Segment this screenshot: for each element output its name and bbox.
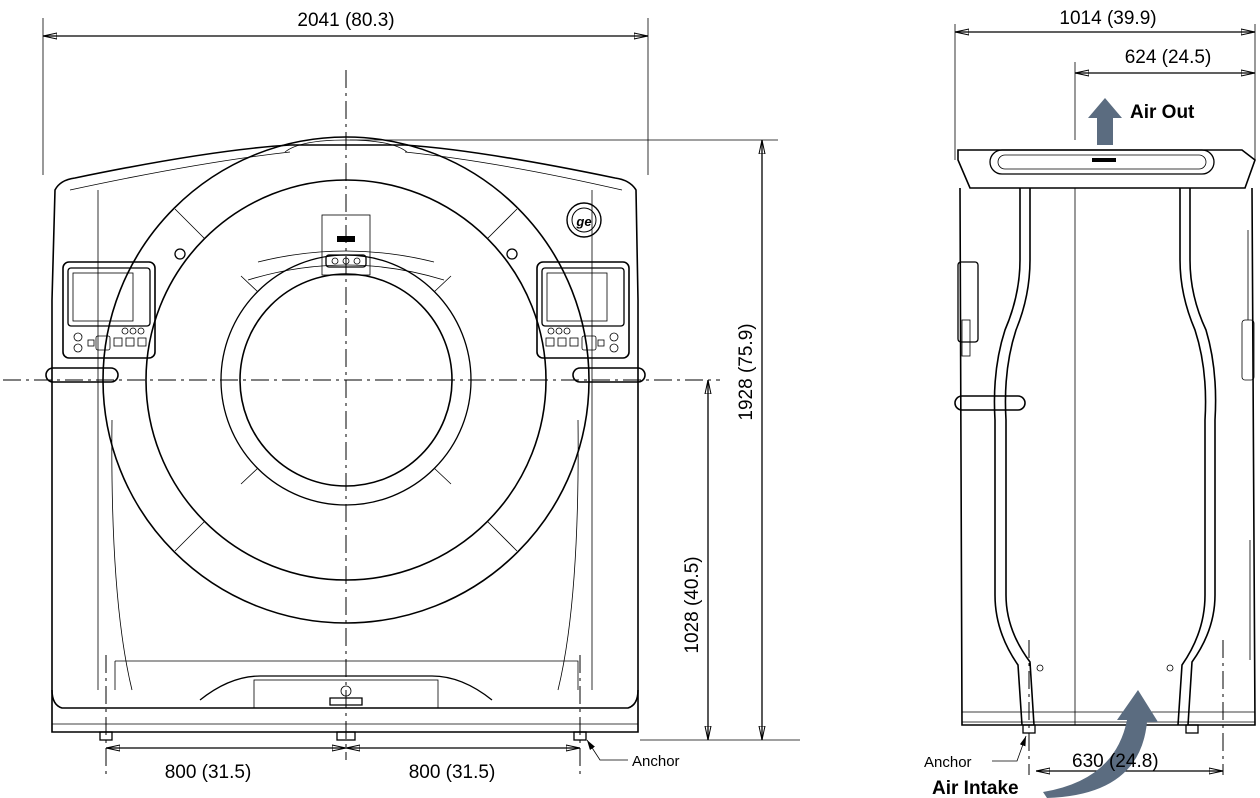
side-anchor-leader-line xyxy=(992,735,1027,762)
air-intake-label: Air Intake xyxy=(932,778,1019,798)
anchor-label: Anchor xyxy=(632,753,680,770)
right-anchor-dimension-label: 800 (31.5) xyxy=(409,762,496,783)
air-out-arrow-icon xyxy=(1088,98,1122,145)
gantry-outer-ring xyxy=(102,136,590,624)
gantry-outline xyxy=(51,144,639,709)
height-dimension-label: 1928 (75.9) xyxy=(736,323,757,420)
side-body-outline xyxy=(959,187,1256,726)
patient-bore xyxy=(239,273,453,487)
front-view: 2041 (80.3) 1928 (75.9) 1028 (40.5) xyxy=(3,10,800,783)
center-height-dimension-label: 1028 (40.5) xyxy=(682,556,703,653)
anchor-spacing-dimension-label: 630 (24.8) xyxy=(1072,751,1159,772)
depth-dimension-label: 1014 (39.9) xyxy=(1059,8,1156,29)
left-control-panel-icon xyxy=(62,261,156,359)
air-out-label: Air Out xyxy=(1130,102,1195,123)
gantry-middle-ring xyxy=(145,179,547,581)
air-intake-arrow-icon xyxy=(1043,690,1158,798)
rear-offset-dimension-label: 624 (24.5) xyxy=(1125,47,1212,68)
svg-text:ge: ge xyxy=(575,214,591,229)
side-handle xyxy=(954,395,1026,411)
side-view: 1014 (39.9) 624 (24.5) Air Out xyxy=(924,8,1256,798)
right-handle xyxy=(572,367,646,383)
left-anchor-dimension-label: 800 (31.5) xyxy=(165,762,252,783)
width-dimension-label: 2041 (80.3) xyxy=(297,10,394,31)
side-top-cap xyxy=(957,149,1256,189)
ge-logo-icon: ge xyxy=(566,202,602,238)
side-anchor-label: Anchor xyxy=(924,754,972,771)
left-handle xyxy=(45,367,119,383)
right-control-panel-icon xyxy=(536,261,630,359)
anchor-leader-line xyxy=(586,739,628,761)
